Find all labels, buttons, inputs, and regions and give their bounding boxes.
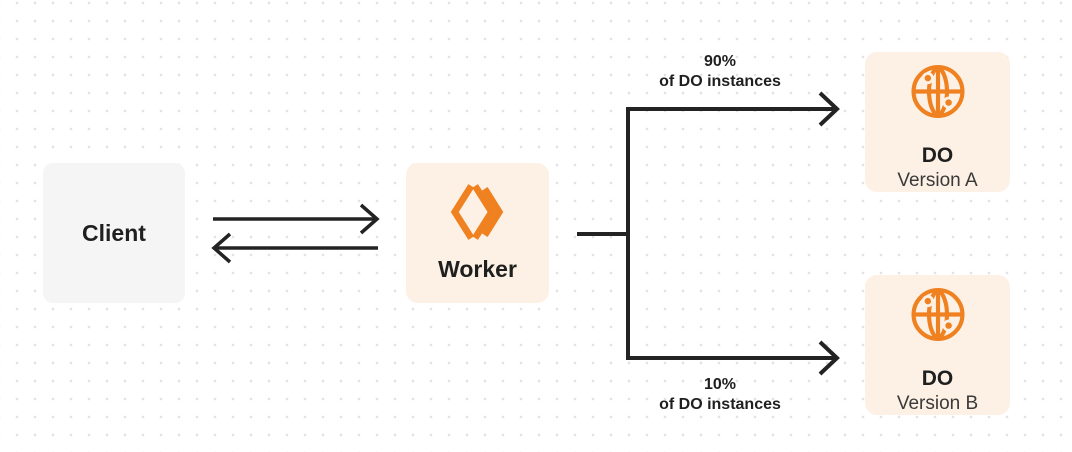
arrow-client-to-worker (213, 203, 380, 235)
arrowhead-do-a (818, 91, 840, 127)
do-version-b-node: DO Version B (865, 275, 1010, 415)
worker-label: Worker (438, 256, 517, 282)
branch-a-caption: of DO instances (659, 73, 781, 90)
branch-trunk (626, 107, 836, 360)
arrowhead-do-b (818, 340, 840, 376)
globe-icon (910, 287, 965, 342)
branch-b-label: 10% of DO instances (610, 375, 830, 415)
do-a-subtitle: Version A (897, 170, 978, 191)
globe-icon (910, 64, 965, 119)
arrow-worker-to-client (211, 232, 378, 264)
do-b-title: DO (921, 367, 954, 390)
do-a-title: DO (921, 144, 954, 167)
worker-node: Worker (406, 163, 549, 303)
branch-b-percent: 10% (703, 376, 737, 393)
branch-a-label: 90% of DO instances (610, 52, 830, 92)
client-node: Client (43, 163, 185, 303)
do-version-a-node: DO Version A (865, 52, 1010, 192)
branch-a-percent: 90% (703, 53, 737, 70)
client-label: Client (82, 219, 146, 246)
branch-b-caption: of DO instances (659, 396, 781, 413)
code-chevrons-icon (450, 184, 503, 240)
do-b-subtitle: Version B (896, 393, 979, 414)
